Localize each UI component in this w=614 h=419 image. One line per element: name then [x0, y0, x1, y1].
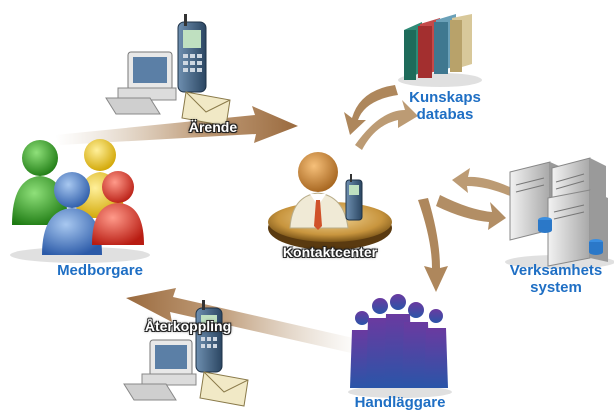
phone-bottom-icon — [195, 300, 223, 373]
servers-icon — [505, 157, 614, 269]
citizens-icon — [10, 139, 150, 263]
case-handlers-label: Handläggare — [354, 394, 446, 411]
arrow-from-knowledge — [344, 85, 398, 135]
arrow-from-system — [452, 168, 512, 196]
case-handlers-icon — [348, 294, 452, 398]
envelope-bottom-icon — [199, 371, 249, 407]
feedback-label: Återkoppling — [144, 318, 232, 334]
contact-center-label: Kontaktcenter — [282, 244, 378, 260]
books-icon — [398, 14, 482, 87]
case-label: Ärende — [188, 119, 238, 135]
arrow-to-handlers — [418, 198, 448, 292]
phone-top-icon — [177, 14, 207, 93]
feedback-arrow — [126, 288, 362, 355]
knowledge-db-label: Kunskaps databas — [409, 89, 481, 123]
agent-icon — [268, 152, 392, 250]
arrow-to-system — [436, 195, 506, 230]
arrow-to-knowledge — [355, 100, 418, 150]
computer-top-icon — [105, 51, 177, 115]
citizens-label: Medborgare — [57, 262, 143, 279]
case-arrow — [55, 106, 298, 145]
computer-bottom-icon — [123, 339, 197, 401]
business-system-label: Verksamhets system — [509, 262, 603, 296]
envelope-top-icon — [181, 91, 231, 127]
